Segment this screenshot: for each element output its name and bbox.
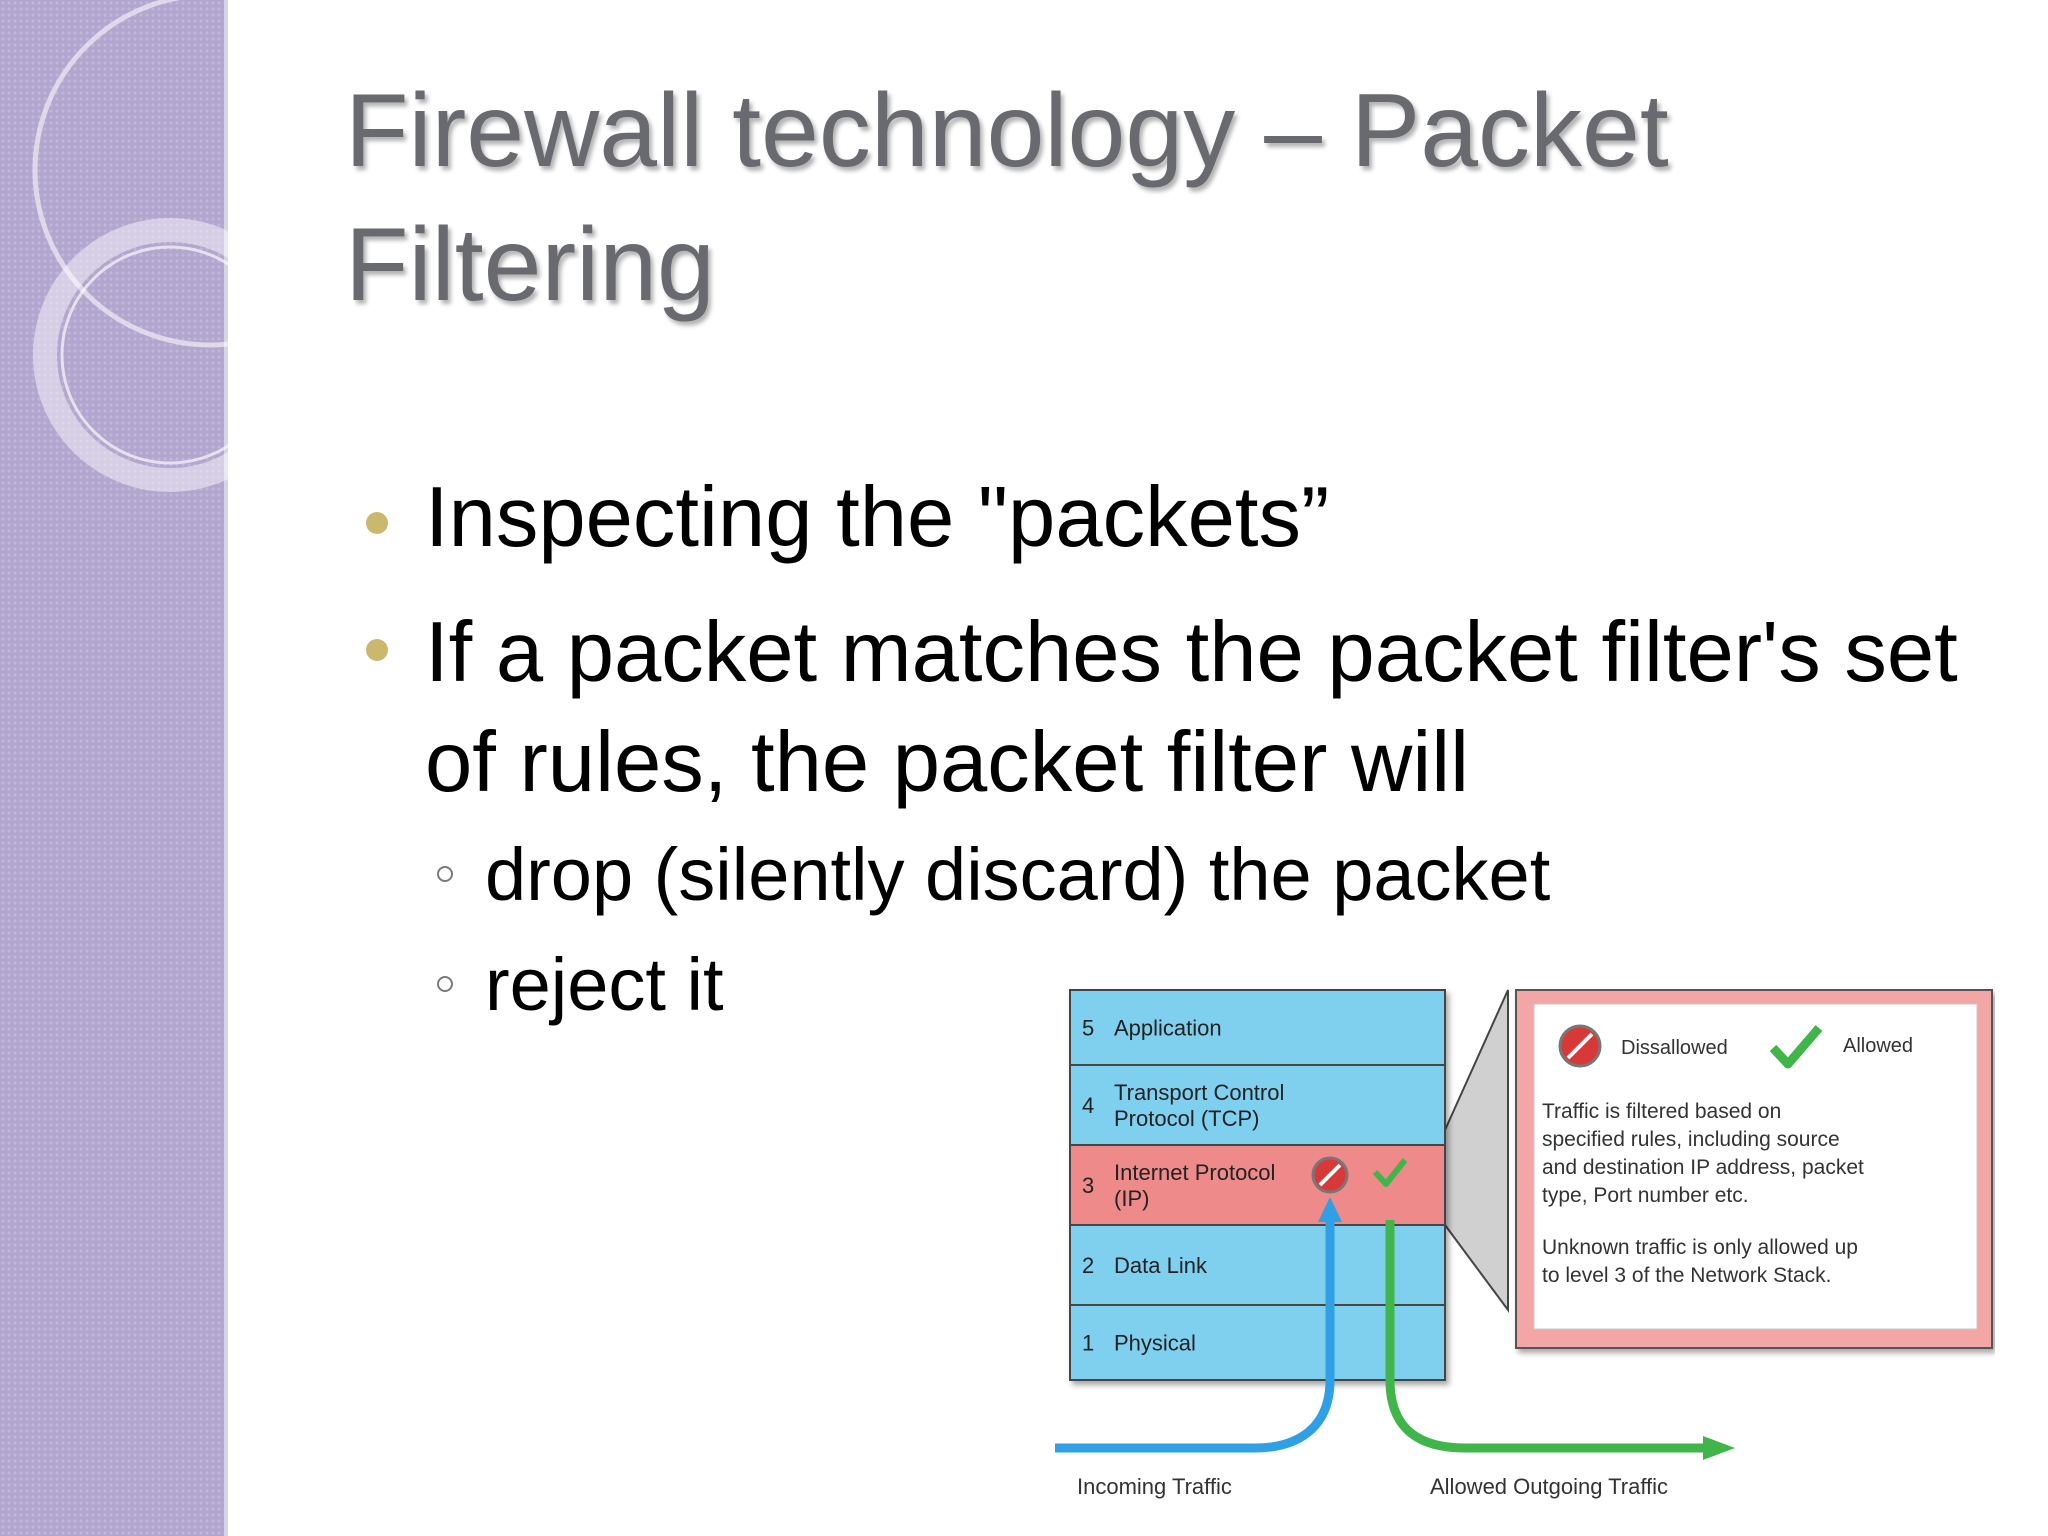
layer-number: 1 xyxy=(1082,1331,1094,1356)
layer-number: 2 xyxy=(1082,1253,1094,1278)
layer-1: 1 Physical xyxy=(1069,1304,1446,1381)
decorative-circles xyxy=(32,0,240,492)
legend-disallowed-label: Dissallowed xyxy=(1621,1037,1728,1059)
sidebar-decoration xyxy=(0,0,226,1536)
incoming-traffic-label: Incoming Traffic xyxy=(1077,1474,1232,1499)
disallowed-icon xyxy=(1558,1024,1602,1068)
sub-bullet-reject: reject it xyxy=(485,943,724,1026)
info-text-line: to level 3 of the Network Stack. xyxy=(1542,1264,1831,1287)
layer-label: Physical xyxy=(1114,1331,1196,1356)
bullet-dot xyxy=(366,512,388,534)
incoming-traffic-arrow xyxy=(1055,1220,1335,1453)
sidebar-edge xyxy=(224,0,228,1536)
allowed-check-icon xyxy=(1769,1025,1823,1069)
info-text-unknown-traffic: Unknown traffic is only allowed up to lev… xyxy=(1542,1236,1858,1287)
ip-disallowed-icon xyxy=(1311,1156,1349,1194)
info-text-line: Traffic is filtered based on xyxy=(1542,1100,1781,1123)
layer-5: 5 Application xyxy=(1069,989,1446,1066)
layer-label: Internet Protocol xyxy=(1114,1160,1275,1185)
info-text-line: type, Port number etc. xyxy=(1542,1184,1749,1207)
layer-label: (IP) xyxy=(1114,1186,1149,1211)
bullet-packet-match: If a packet matches the packet filter's … xyxy=(425,605,1958,810)
slide-title: Firewall technology – Packet Filtering xyxy=(345,73,1669,323)
info-text-filtering: Traffic is filtered based on specified ru… xyxy=(1542,1100,1864,1207)
layer-number: 3 xyxy=(1082,1173,1094,1198)
layer-label: Protocol (TCP) xyxy=(1114,1106,1259,1131)
bullet-inspecting: Inspecting the "packets” xyxy=(425,470,1330,565)
sub-bullet-ring xyxy=(437,866,453,882)
layer-label: Application xyxy=(1114,1016,1222,1041)
layer-number: 4 xyxy=(1082,1093,1094,1118)
ip-allowed-check-icon xyxy=(1372,1158,1408,1187)
info-box xyxy=(1515,989,1993,1349)
layer-label: Data Link xyxy=(1114,1253,1208,1278)
sub-bullet-ring xyxy=(437,976,453,992)
packet-filter-diagram: Dissallowed Allowed Traffic is filtered … xyxy=(1055,989,1993,1499)
outgoing-traffic-label: Allowed Outgoing Traffic xyxy=(1430,1474,1668,1499)
callout-connector xyxy=(1444,989,1509,1314)
outgoing-arrowhead xyxy=(1703,1436,1735,1460)
info-text-line: Unknown traffic is only allowed up xyxy=(1542,1236,1858,1259)
info-text-line: specified rules, including source xyxy=(1542,1128,1840,1151)
layer-label: Transport Control xyxy=(1114,1080,1284,1105)
info-text-line: and destination IP address, packet xyxy=(1542,1156,1864,1179)
legend-allowed-label: Allowed xyxy=(1843,1035,1913,1057)
incoming-arrowhead xyxy=(1318,1197,1342,1222)
bullet-dot xyxy=(366,639,388,661)
layer-2: 2 Data Link xyxy=(1069,1224,1446,1306)
layer-number: 5 xyxy=(1082,1016,1094,1041)
sub-bullet-drop: drop (silently discard) the packet xyxy=(485,833,1551,916)
layer-3: 3 Internet Protocol(IP) xyxy=(1069,1144,1446,1226)
allowed-traffic-arrow xyxy=(1385,1220,1705,1453)
